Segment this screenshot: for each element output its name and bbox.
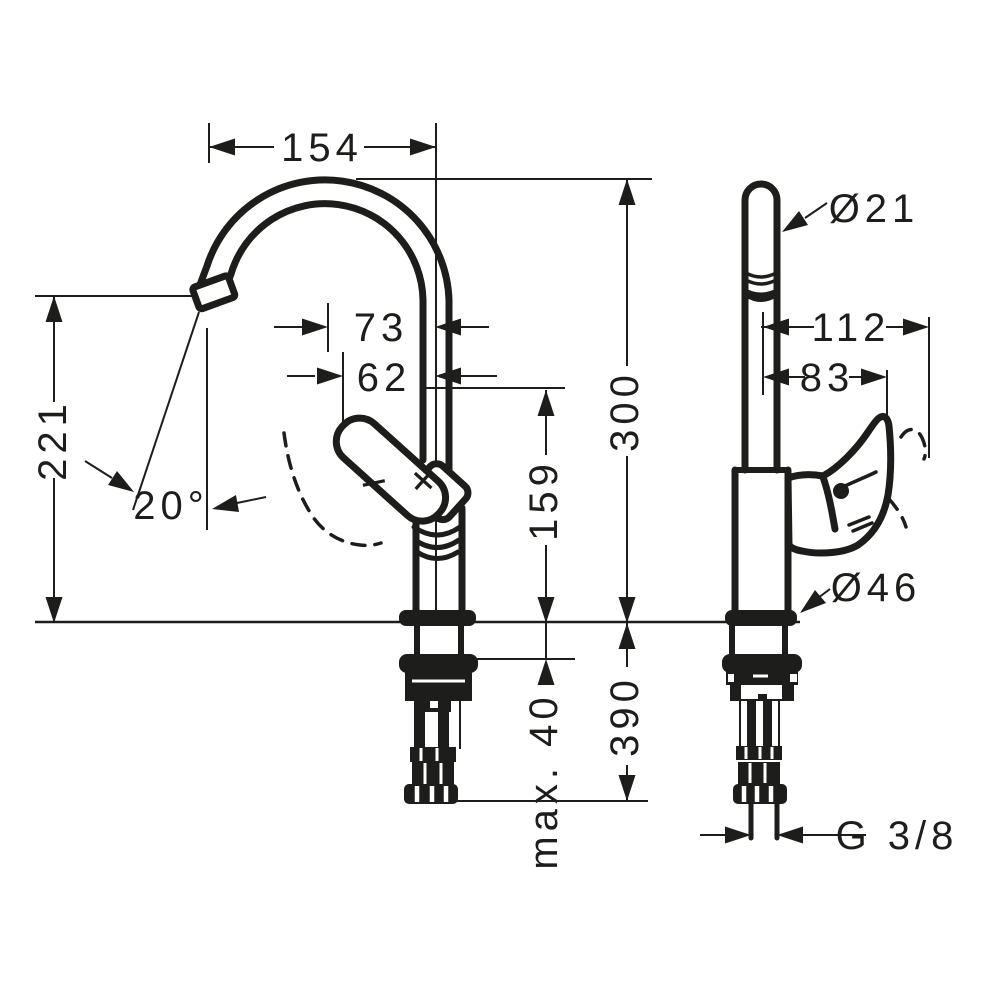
swivel-rings [411,524,463,538]
dim-label: 73 [354,306,409,350]
dim-label: Ø46 [831,566,922,610]
base-gasket [399,610,476,626]
callout-spout-diameter: Ø21 [782,187,920,232]
aerator-band [744,271,778,302]
dim-label: G 3/8 [836,814,959,858]
callout-base-diameter: Ø46 [800,566,922,613]
dim-label: 83 [800,356,855,400]
spout-tube [741,180,781,474]
dim-spout-height-221: 221 [31,296,75,623]
dim-handle-offset-62: 62 [287,356,497,400]
dim-label: 20° [133,484,209,528]
spout-inner-wall [220,200,427,464]
base-escutcheon [725,610,797,626]
handle-lever [332,414,450,525]
dim-spout-reach-154: 154 [209,126,436,170]
dimensions: 154 221 20° 73 62 [31,126,959,870]
dim-handle-offset-73: 73 [274,306,489,350]
mounting-hardware-front [722,623,802,841]
dim-handle-reach-112: 112 [761,306,929,350]
handle-swing-range [899,427,928,461]
dim-connection-thread: G 3/8 [700,814,959,858]
dim-label: 112 [812,306,891,350]
dim-label: 390 [603,675,647,757]
dim-handle-reach-83: 83 [763,356,887,400]
dim-max-deck-thickness-40: max. 40 [522,623,566,870]
dim-label: 159 [522,459,566,541]
dim-height-300: 300 [603,179,647,623]
side-view-product: + − [189,123,478,804]
dim-label: Ø21 [829,187,920,231]
dim-label: max. 40 [522,692,566,869]
spout-outer-wall [194,176,453,476]
dim-label: 154 [281,126,363,170]
dim-spout-angle-20: 20° [84,311,267,530]
handle-collar [819,473,839,533]
hose-connector [733,784,787,804]
dim-label: 300 [603,370,647,452]
dim-height-159: 159 [522,390,566,623]
dim-label: 221 [31,399,75,481]
dim-label: 62 [357,356,412,400]
spout-outlet-face [189,272,239,313]
mounting-hardware-side [399,623,478,804]
front-view-product [722,180,928,841]
dim-below-deck-390: 390 [603,623,647,801]
